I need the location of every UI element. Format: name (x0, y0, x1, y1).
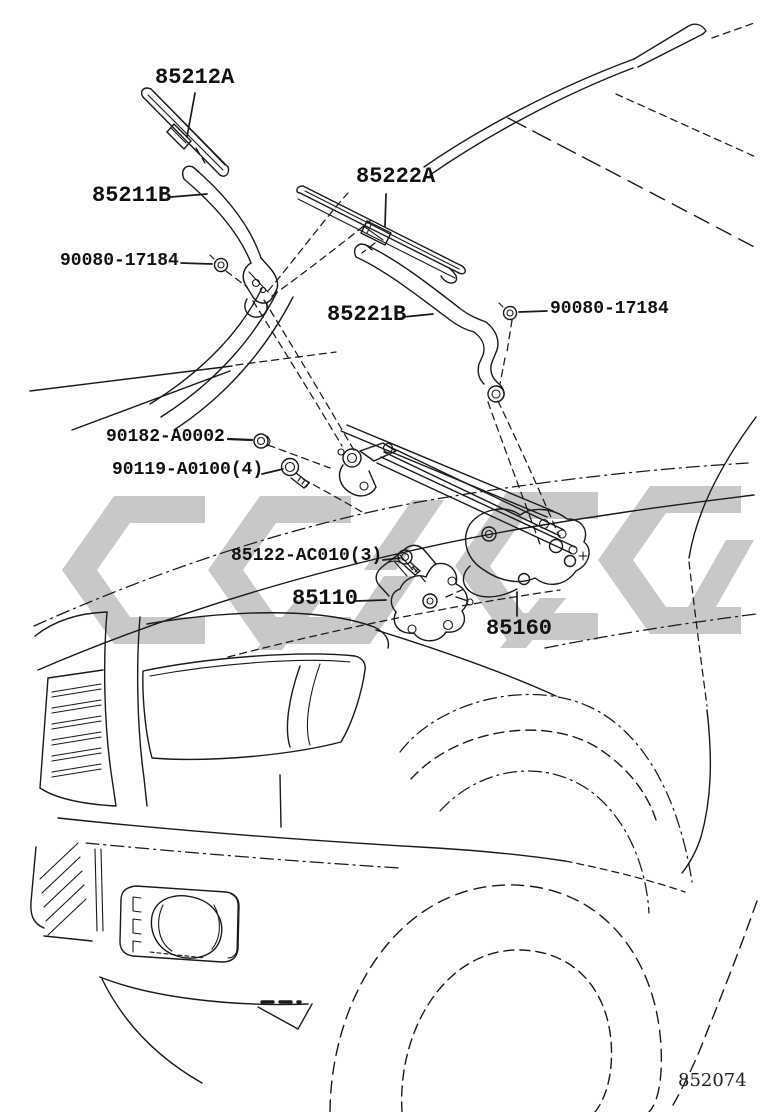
wiper-blade-85222a (296, 185, 466, 284)
grommet-icon (253, 433, 271, 449)
callout-85160[interactable]: 85160 (486, 616, 553, 641)
wiper-arm-85211b (182, 165, 279, 318)
drawing-number: 852074 (678, 1070, 747, 1091)
callout-85110[interactable]: 85110 (292, 586, 359, 611)
fender-wheel-arch (329, 416, 758, 1112)
callout-85222a[interactable]: 85222A (356, 164, 436, 189)
callout-90182-a0002[interactable]: 90182-A0002 (106, 427, 225, 447)
roofline (423, 21, 760, 251)
callout-90119-a0100[interactable]: 90119-A0100(4) (112, 460, 264, 480)
callout-85212a[interactable]: 85212A (155, 65, 235, 90)
nut-icon-left (209, 254, 229, 273)
wiper-linkage-85160 (337, 424, 590, 598)
front-grille (34, 611, 148, 807)
bolt-icon-90119 (280, 457, 310, 489)
headlight (142, 612, 557, 828)
wiper-arm-85221b (354, 243, 505, 403)
fog-lamp (119, 885, 240, 963)
callout-90080-17184-left[interactable]: 90080-17184 (60, 251, 179, 271)
dashed-assembly-lines (195, 147, 560, 598)
nut-icon-right (498, 302, 518, 321)
leader-lines (170, 92, 548, 617)
wiper-blade-85212a (140, 87, 230, 177)
callout-90080-17184-right[interactable]: 90080-17184 (550, 299, 669, 319)
callout-85122-ac010[interactable]: 85122-AC010(3) (231, 546, 383, 566)
callout-85221b[interactable]: 85221B (327, 302, 407, 327)
callout-85211b[interactable]: 85211B (92, 183, 172, 208)
bumper (30, 817, 686, 1084)
